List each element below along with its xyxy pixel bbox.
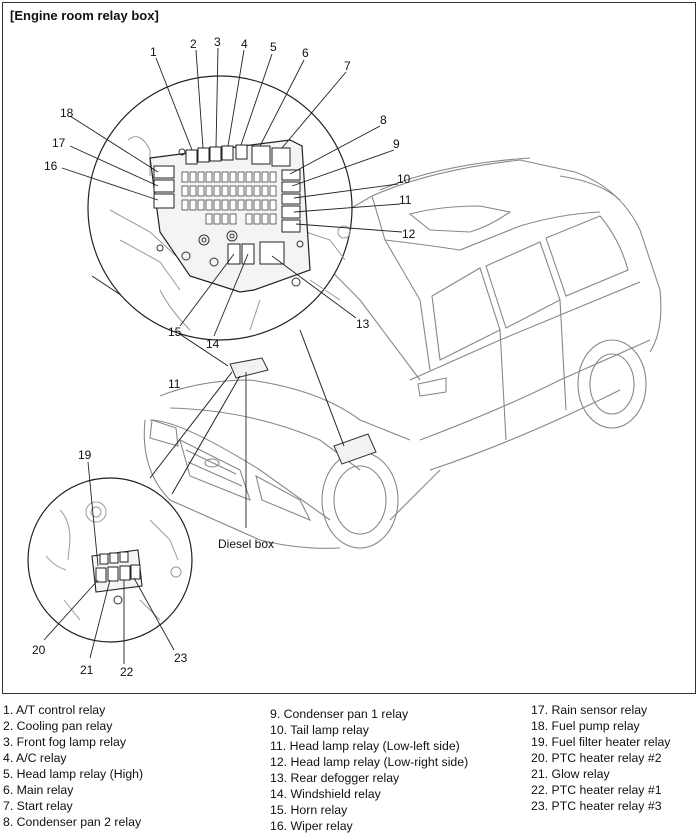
legend-item: 10. Tail lamp relay (270, 723, 369, 737)
legend-item: 5. Head lamp relay (High) (3, 767, 144, 781)
callout-numbers: 1 2 3 4 5 6 7 8 9 10 11 12 13 14 15 16 1… (32, 35, 416, 679)
legend-item: 8. Condenser pan 2 relay (3, 815, 142, 829)
callout-11: 11 (399, 193, 412, 207)
legend-item: 12. Head lamp relay (Low-right side) (270, 755, 469, 769)
relay-box-illustration: 1 2 3 4 5 6 7 8 9 10 11 12 13 14 15 16 1… (27, 35, 662, 679)
callout-12: 12 (402, 227, 416, 241)
legend-item: 18. Fuel pump relay (531, 719, 640, 733)
legend-item: 17. Rain sensor relay (531, 703, 648, 717)
callout-10: 10 (397, 172, 411, 186)
callout-16: 16 (44, 159, 58, 173)
legend-item: 9. Condenser pan 1 relay (270, 707, 409, 721)
legend-column-3: 17. Rain sensor relay 18. Fuel pump rela… (531, 702, 670, 814)
callout-7: 7 (344, 59, 351, 73)
callout-21: 21 (80, 663, 94, 677)
diesel-box-label: Diesel box (218, 537, 274, 551)
callout-14: 14 (206, 337, 220, 351)
main-relay-box-zoom (87, 75, 353, 341)
legend-item: 3. Front fog lamp relay (3, 735, 127, 749)
legend-item: 4. A/C relay (3, 751, 67, 765)
callout-22: 22 (120, 665, 134, 679)
callout-20: 20 (32, 643, 46, 657)
legend-item: 2. Cooling pan relay (3, 719, 113, 733)
callout-1: 1 (150, 45, 157, 59)
legend-column-2: 9. Condenser pan 1 relay 10. Tail lamp r… (270, 706, 468, 834)
callout-19: 19 (78, 448, 92, 462)
legend-item: 21. Glow relay (531, 767, 610, 781)
diesel-box-zoom (27, 477, 193, 643)
callout-23: 23 (174, 651, 188, 665)
leader-lines (43, 47, 403, 664)
callout-13: 13 (356, 317, 370, 331)
engine-room-relay-box-block (333, 433, 377, 465)
legend-item: 7. Start relay (3, 799, 73, 813)
diesel-relay-box (229, 357, 269, 379)
callout-9: 9 (393, 137, 400, 151)
callout-8: 8 (380, 113, 387, 127)
car-outline (143, 157, 662, 549)
legend-item: 6. Main relay (3, 783, 74, 797)
legend-item: 1. A/T control relay (3, 703, 106, 717)
diagram-frame (2, 2, 696, 694)
legend-item: 14. Windshield relay (270, 787, 381, 801)
callout-18: 18 (60, 106, 74, 120)
legend-item: 11. Head lamp relay (Low-left side) (270, 739, 460, 753)
legend-item: 20. PTC heater relay #2 (531, 751, 662, 765)
callout-15: 15 (168, 325, 182, 339)
callout-3: 3 (214, 35, 221, 49)
callout-2: 2 (190, 37, 197, 51)
legend-item: 16. Wiper relay (270, 819, 353, 833)
legend-item: 22. PTC heater relay #1 (531, 783, 662, 797)
callout-6: 6 (302, 46, 309, 60)
callout-11-secondary: 11 (168, 377, 181, 391)
legend-item: 13. Rear defogger relay (270, 771, 400, 785)
callout-4: 4 (241, 37, 248, 51)
callout-5: 5 (270, 40, 277, 54)
callout-17: 17 (52, 136, 66, 150)
legend-item: 23. PTC heater relay #3 (531, 799, 662, 813)
legend-column-1: 1. A/T control relay 2. Cooling pan rela… (3, 702, 143, 830)
diagram-title: [Engine room relay box] (10, 8, 159, 23)
legend-item: 19. Fuel filter heater relay (531, 735, 671, 749)
legend-item: 15. Horn relay (270, 803, 348, 817)
